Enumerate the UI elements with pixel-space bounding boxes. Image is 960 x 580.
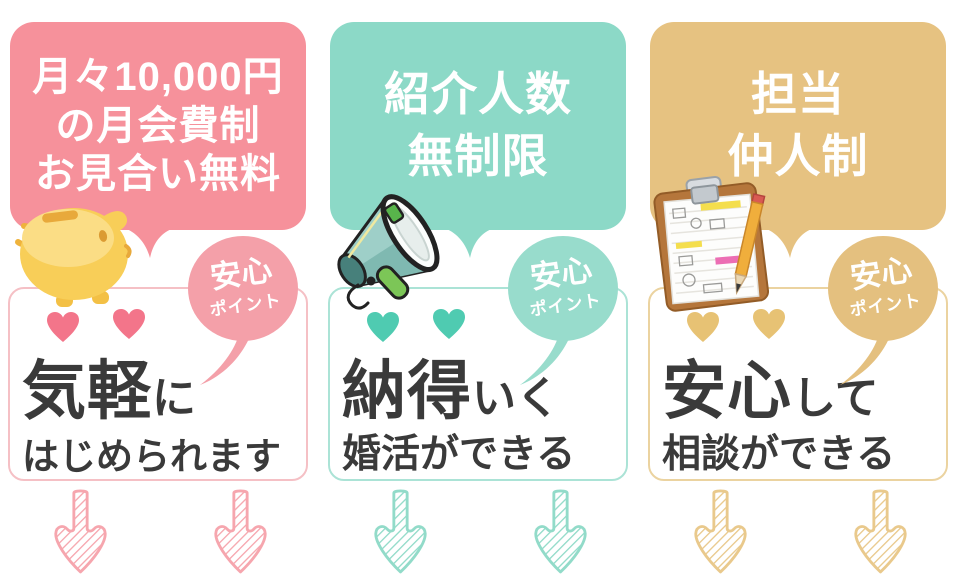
badge-text: 安心 ポイント xyxy=(523,252,602,320)
down-arrow-icon xyxy=(372,487,429,577)
feature-column-unlimited-introductions: 紹介人数 無制限 xyxy=(320,0,640,580)
heart-icon xyxy=(686,311,720,343)
bubble-text-line: お見合い無料 xyxy=(35,152,281,197)
heart-icon xyxy=(752,308,786,340)
heart-icon xyxy=(432,308,466,340)
bubble-text-line: 月々10,000円 xyxy=(32,54,284,99)
feature-headline: 安心して xyxy=(662,340,879,432)
piggy-bank-icon xyxy=(0,198,135,308)
badge-text: 安心 ポイント xyxy=(843,252,922,320)
feature-subline: 相談ができる xyxy=(662,433,896,476)
bubble-text-line: 紹介人数 xyxy=(384,68,572,121)
down-arrow-icon xyxy=(692,487,749,577)
down-arrow-icon xyxy=(52,487,109,577)
badge-text: 安心 ポイント xyxy=(203,252,282,320)
down-arrow-icon xyxy=(212,487,269,577)
heart-icon xyxy=(112,308,146,340)
down-arrow-icon xyxy=(532,487,589,577)
heart-icon xyxy=(46,311,80,343)
speech-bubble: 月々10,000円 の月会費制 お見合い無料 xyxy=(10,22,306,230)
headline-big-text: 安心 xyxy=(662,355,792,427)
feature-subline: はじめられます xyxy=(22,436,281,477)
headline-small-text: して xyxy=(792,374,879,423)
anshin-point-badge: 安心 ポイント xyxy=(828,236,938,341)
feature-headline: 気軽に xyxy=(22,340,196,432)
megaphone-icon xyxy=(322,186,457,310)
speech-bubble: 紹介人数 無制限 xyxy=(330,22,626,230)
headline-small-text: に xyxy=(152,374,196,423)
bubble-text-line: の月会費制 xyxy=(55,103,261,148)
heart-icon xyxy=(366,311,400,343)
feature-headline: 納得いく xyxy=(342,340,560,432)
anshin-point-badge: 安心 ポイント xyxy=(508,236,618,341)
bubble-text-line: 担当 xyxy=(751,68,845,121)
clipboard-pencil-icon xyxy=(642,175,780,314)
headline-small-text: いく xyxy=(472,374,560,423)
feature-column-monthly-fee: 月々10,000円 の月会費制 お見合い無料 気軽に はじめられます xyxy=(0,0,320,580)
feature-subline: 婚活ができる xyxy=(342,433,576,476)
headline-big-text: 気軽 xyxy=(22,355,152,427)
down-arrow-icon xyxy=(852,487,909,577)
headline-big-text: 納得 xyxy=(342,355,472,427)
bubble-text-line: 仲人制 xyxy=(727,130,869,182)
feature-column-dedicated-matchmaker: 担当 仲人制 xyxy=(640,0,960,580)
anshin-point-badge: 安心 ポイント xyxy=(188,236,298,341)
bubble-text-line: 無制限 xyxy=(407,130,549,182)
